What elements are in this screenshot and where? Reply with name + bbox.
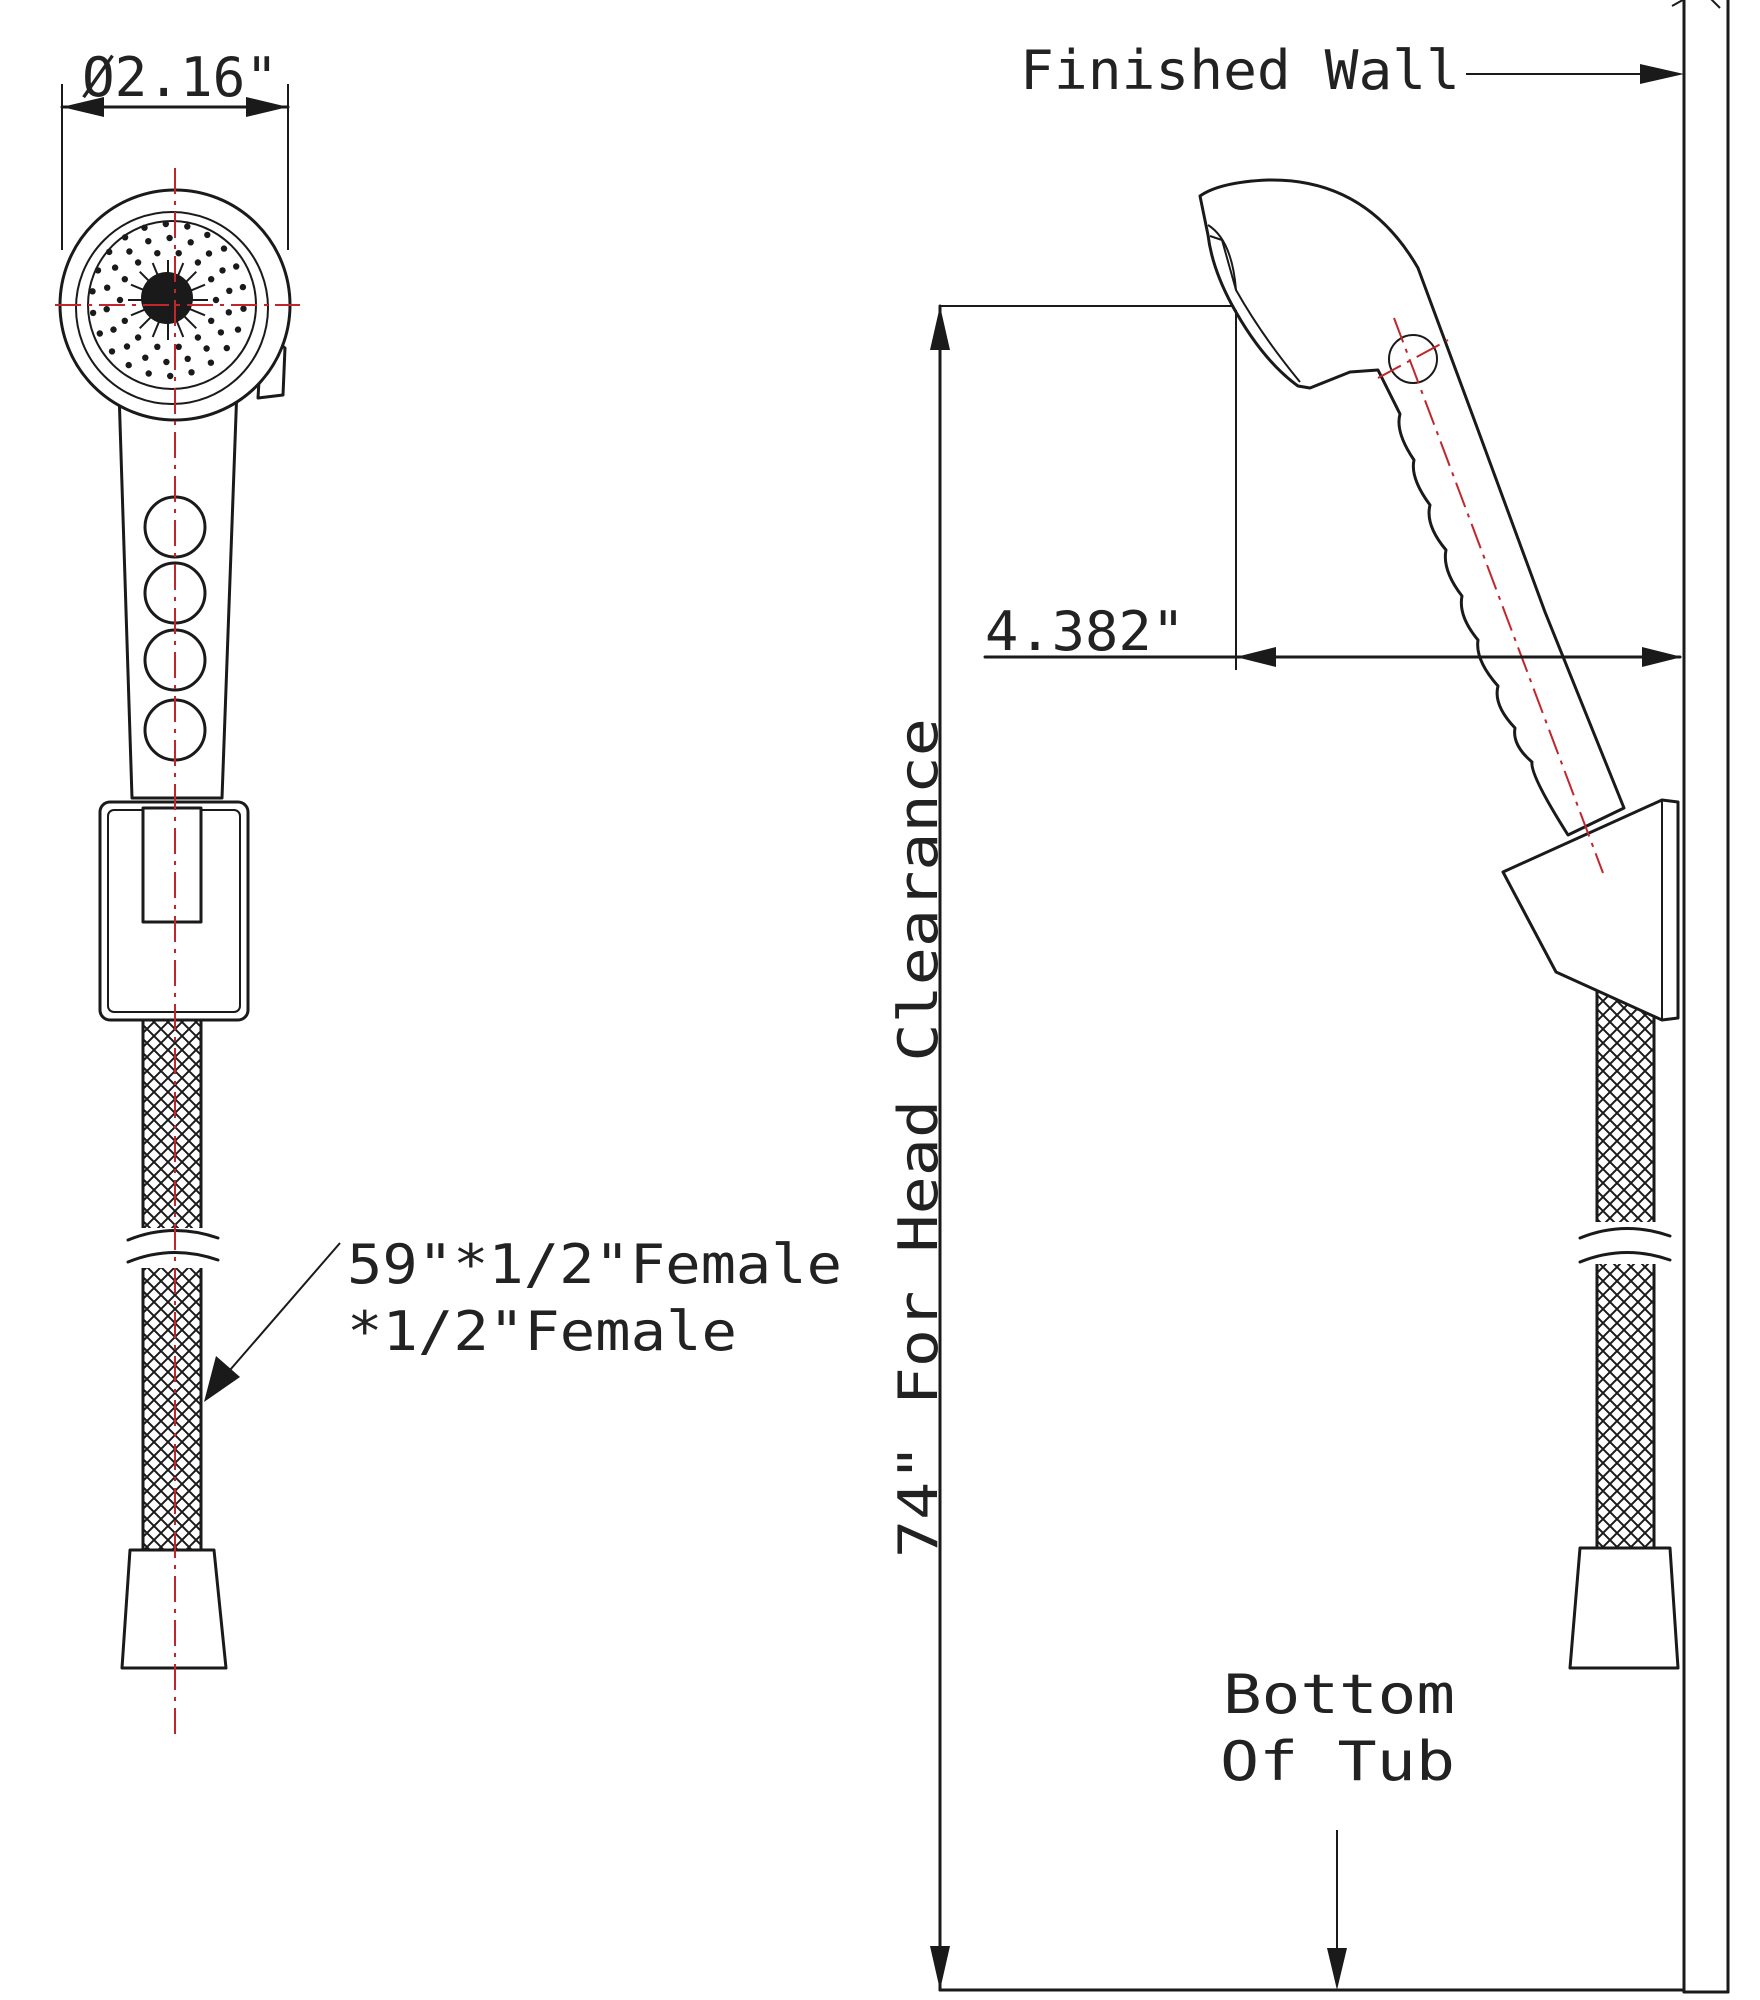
spray-nozzle xyxy=(145,238,152,245)
spray-nozzle xyxy=(223,344,230,352)
clearance-dimension: 74" For Head Clearance xyxy=(887,304,1686,1992)
spray-nozzle xyxy=(219,267,226,274)
spray-nozzle xyxy=(111,264,119,271)
side-hose xyxy=(1578,990,1672,1552)
spray-nozzle xyxy=(166,234,173,242)
spray-nozzle xyxy=(154,343,161,350)
spray-nozzle xyxy=(96,330,104,337)
diameter-label: Ø2.16" xyxy=(82,46,278,109)
spray-nozzle xyxy=(233,263,240,270)
spray-nozzle xyxy=(108,348,116,355)
spray-nozzle xyxy=(205,250,213,257)
spray-nozzle xyxy=(212,296,220,304)
offset-label: 4.382" xyxy=(985,600,1185,663)
hose-callout-line1: 59"*1/2"Female xyxy=(347,1233,842,1296)
side-holder-bracket xyxy=(1501,798,1680,1022)
spray-nozzle xyxy=(141,224,148,231)
spray-nozzle xyxy=(204,231,211,239)
spray-nozzle xyxy=(125,361,132,369)
spray-nozzle xyxy=(89,288,96,295)
side-pivot-circle xyxy=(1388,334,1438,384)
hose-callout: 59"*1/2"Female *1/2"Female xyxy=(204,1233,842,1402)
spray-nozzle xyxy=(89,309,97,317)
spray-nozzle xyxy=(203,345,210,352)
spray-nozzle xyxy=(225,309,232,316)
spray-nozzle xyxy=(208,276,215,283)
spray-nozzle xyxy=(145,370,152,377)
spray-nozzle xyxy=(220,245,228,252)
side-view: 4.382" 74" For Head Clearance Finished W… xyxy=(887,0,1730,1994)
bottom-of-tub-callout: Bottom Of Tub xyxy=(1220,1663,1455,1990)
spray-nozzle xyxy=(142,354,149,361)
bottom-of-tub-line2: Of Tub xyxy=(1220,1730,1455,1793)
spray-nozzle xyxy=(123,343,131,350)
spray-nozzle xyxy=(121,317,128,324)
spray-nozzle xyxy=(121,234,129,241)
spray-nozzle xyxy=(239,283,247,291)
spray-nozzle xyxy=(217,329,225,336)
spray-nozzle xyxy=(116,296,124,304)
spray-nozzle xyxy=(134,334,142,341)
spray-nozzle xyxy=(208,317,215,324)
finished-wall-callout: Finished Wall xyxy=(1020,39,1684,102)
spray-nozzle xyxy=(94,267,102,274)
diameter-dimension: Ø2.16" xyxy=(60,46,290,250)
spray-nozzle xyxy=(110,326,117,333)
front-view: Ø2.16" 59"*1/2"Female *1/2"Female xyxy=(55,46,842,1740)
spray-nozzle xyxy=(188,369,195,376)
spray-nozzle xyxy=(103,306,110,313)
spray-nozzle xyxy=(187,239,194,246)
side-hose-connector xyxy=(1568,1546,1680,1670)
spray-nozzle xyxy=(175,250,182,257)
spray-nozzle xyxy=(163,358,170,366)
spray-nozzle xyxy=(207,359,215,366)
spray-nozzles xyxy=(89,220,247,380)
spray-nozzle xyxy=(240,305,247,312)
spray-nozzle xyxy=(167,372,174,380)
front-hose xyxy=(126,920,220,1552)
spray-nozzle xyxy=(126,248,133,255)
spray-nozzle xyxy=(194,259,202,266)
spray-nozzle xyxy=(184,355,191,362)
spray-nozzle xyxy=(104,284,111,291)
spray-nozzle xyxy=(226,287,233,294)
hose-callout-line2: *1/2"Female xyxy=(347,1300,737,1363)
spray-nozzle xyxy=(106,248,113,256)
head-clearance-label: 74" For Head Clearance xyxy=(887,718,950,1558)
spray-nozzle xyxy=(234,326,242,333)
spray-nozzle xyxy=(162,220,169,228)
finished-wall-label: Finished Wall xyxy=(1020,39,1460,102)
side-handset xyxy=(1198,178,1626,837)
spray-nozzle xyxy=(154,250,161,257)
spray-nozzle xyxy=(121,276,128,283)
bottom-of-tub-line1: Bottom xyxy=(1223,1663,1455,1726)
spray-nozzle xyxy=(134,259,142,266)
spray-nozzle xyxy=(194,334,202,341)
offset-dimension: 4.382" xyxy=(940,305,1682,670)
spray-nozzle xyxy=(184,223,191,230)
spray-nozzle xyxy=(175,343,182,350)
front-handle xyxy=(116,358,240,800)
finished-wall xyxy=(1671,0,1730,1994)
